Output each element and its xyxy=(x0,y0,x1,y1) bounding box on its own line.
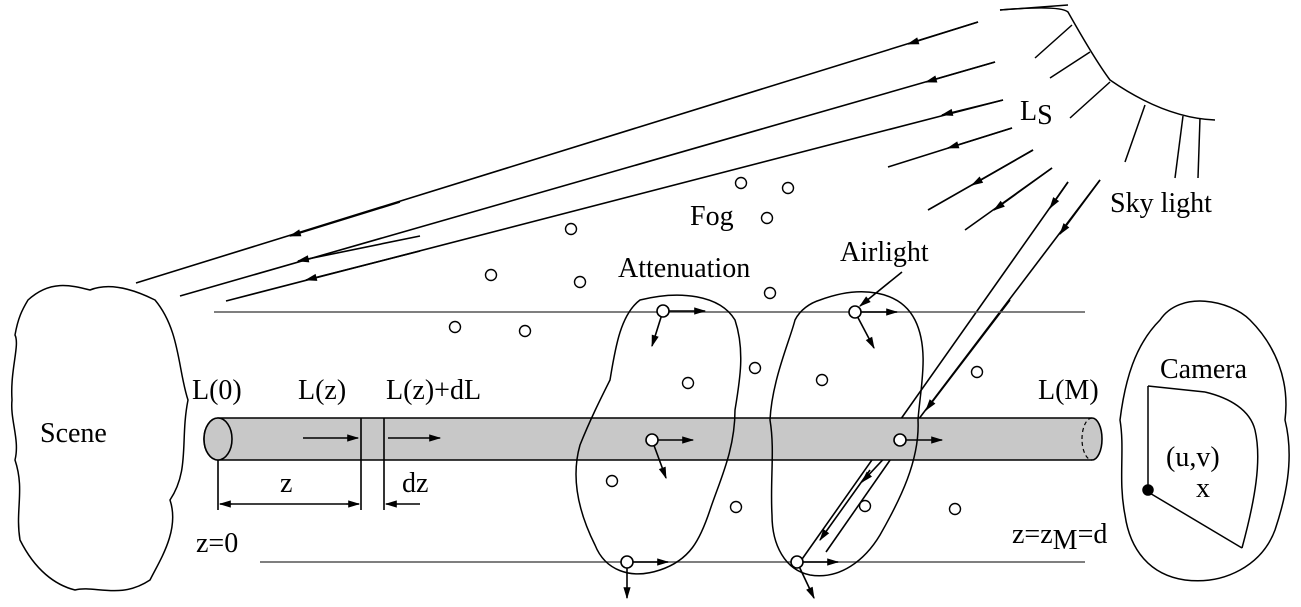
lzdl-label: L(z)+dL xyxy=(386,375,481,406)
fog-label: Fog xyxy=(690,201,734,232)
dz-label: dz xyxy=(402,468,428,499)
scene-outline xyxy=(10,284,189,592)
sky-light-label: Sky light xyxy=(1110,188,1212,219)
scene-label: Scene xyxy=(40,418,107,449)
zm-label: z=zM=d xyxy=(1012,519,1107,556)
z-measurement xyxy=(217,460,420,510)
ls-label: LS xyxy=(1020,96,1053,131)
sky-light-arrowheads xyxy=(288,21,1101,541)
fog-boundary-lines xyxy=(214,311,1085,563)
airlight-particle xyxy=(769,291,924,577)
uv-label: (u,v) xyxy=(1166,442,1220,473)
camera-center-point xyxy=(1142,484,1154,496)
camera-label: Camera xyxy=(1160,354,1248,385)
attenuation-particle xyxy=(575,294,742,575)
sky-dome xyxy=(999,4,1216,179)
airlight-label: Airlight xyxy=(840,237,929,268)
attenuation-label: Attenuation xyxy=(618,253,750,284)
scattering-events xyxy=(620,271,944,600)
camera-outline xyxy=(1119,300,1290,582)
l0-label: L(0) xyxy=(192,375,242,406)
lz-label: L(z) xyxy=(298,375,346,406)
z0-label: z=0 xyxy=(196,528,238,559)
camera xyxy=(1119,300,1290,582)
fog-droplets xyxy=(448,176,984,516)
lm-label: L(M) xyxy=(1038,375,1099,406)
z-label: z xyxy=(280,468,292,499)
x-label: x xyxy=(1196,473,1210,504)
